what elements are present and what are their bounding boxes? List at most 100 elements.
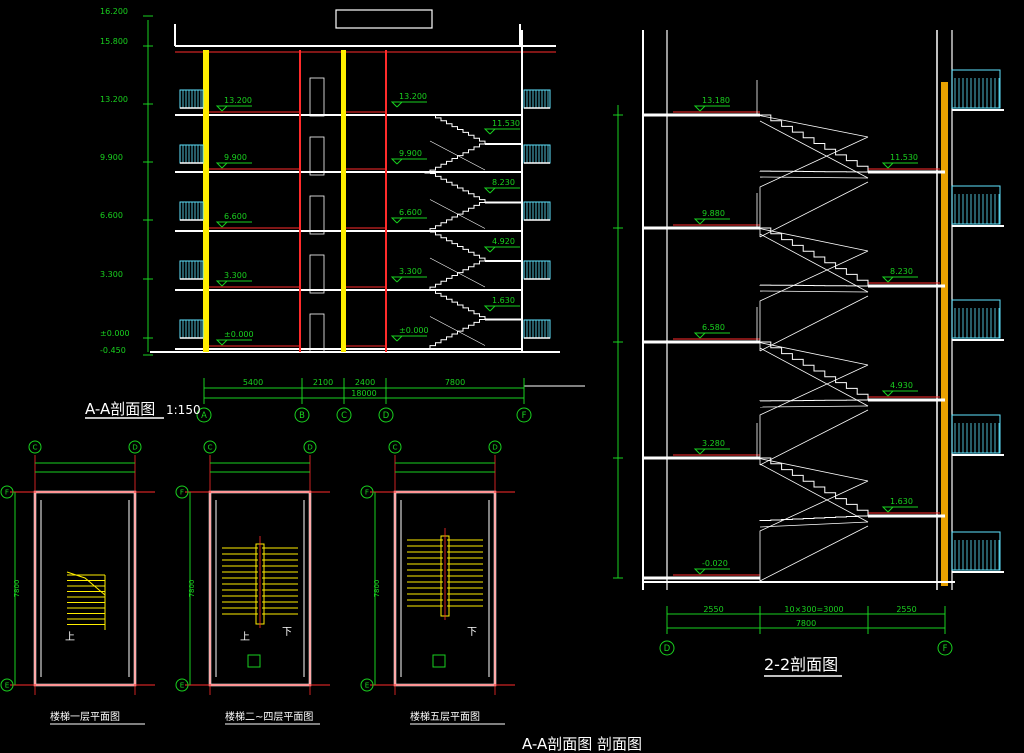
aa-stair-mark-1-triangle xyxy=(483,128,497,135)
aa-mark-d-1-text: 9.900 xyxy=(399,149,422,158)
aa-grid-B-circle xyxy=(294,407,310,423)
s22-floor-mark-3-triangle xyxy=(693,448,707,455)
aa-rail-1 xyxy=(429,199,486,229)
aa-mark-d-2-text: 6.600 xyxy=(399,208,422,217)
aa-flight-upper-0 xyxy=(430,114,491,145)
s22-floor-mark-1-triangle xyxy=(693,218,707,225)
aa-door-3 xyxy=(309,254,325,294)
plan-first-floor-grid-E-circle xyxy=(0,678,14,692)
plan-top-floor-vdim-total: 7800 xyxy=(373,580,381,598)
roof-stair-house xyxy=(335,9,433,29)
s22-floor-mark-4-text: -0.020 xyxy=(702,559,728,568)
aa-elev-6: ±0.000 xyxy=(100,329,130,338)
aa-mark-d-4-triangle xyxy=(390,335,404,342)
aa-stair-mark-1-text: 11.530 xyxy=(492,119,520,128)
aa-stair-mark-5-text: 4.920 xyxy=(492,237,515,246)
aa-stair-mark-7-text: 1.630 xyxy=(492,296,515,305)
aa-balcony-1-0 xyxy=(523,89,551,109)
plan-standard-floor-vdim-total: 7800 xyxy=(188,580,196,598)
aa-mark-a-2-text: 6.600 xyxy=(224,212,247,221)
plan-standard-floor-up-label: 上 xyxy=(240,631,250,643)
plan-standard-floor-grid-C-label: C xyxy=(207,442,212,451)
aa-balcony-0-2 xyxy=(179,201,204,221)
aa-flight-upper-3 xyxy=(430,290,491,320)
plan-top-floor-down-label: 下 xyxy=(467,627,477,638)
s22-balconies xyxy=(951,69,1004,573)
wall-axis-f-22-yellow xyxy=(941,82,948,586)
s22-rail-b-3 xyxy=(759,480,869,581)
aa-elev-0: 16.200 xyxy=(100,7,128,16)
plan-standard-floor-grid-D-circle xyxy=(303,440,317,454)
plan-top-floor-grid-C-circle xyxy=(388,440,402,454)
aa-elev-5: 3.300 xyxy=(100,270,123,279)
s22-rail-b-0 xyxy=(759,136,869,237)
aa-balcony-1-2 xyxy=(523,201,551,221)
s22-rail-a-3 xyxy=(756,423,869,482)
aa-balcony-1-4 xyxy=(523,319,551,339)
aa-stair-mark-3-triangle xyxy=(483,187,497,194)
plan-standard-floor-title: 楼梯二~四层平面图 xyxy=(225,710,313,723)
aa-balconies xyxy=(179,89,551,339)
plan-first-floor-up-label: 上 xyxy=(65,631,75,643)
s22-floor-mark-1-text: 9.880 xyxy=(702,209,725,218)
plan-top-floor-grid-E-circle xyxy=(360,678,374,692)
aa-stair-flights xyxy=(424,114,522,349)
aa-stair-mark-5-triangle xyxy=(483,246,497,253)
aa-dim-0: 5400 xyxy=(243,378,263,387)
s22-floor-mark-2-text: 6.580 xyxy=(702,323,725,332)
aa-grid-D-label: D xyxy=(383,410,389,420)
s22-grid-D-circle xyxy=(659,640,675,656)
s22-vertical-dims xyxy=(613,114,623,579)
s22-flight-down-1-underside xyxy=(759,233,869,293)
s22-landing-mark-2-text: 4.930 xyxy=(890,381,913,390)
aa-stair-mark-7-triangle xyxy=(483,305,497,312)
s22-rail-a-1 xyxy=(756,193,869,252)
plan-first-floor-grid-E-label: E xyxy=(5,680,10,689)
aa-balcony-0-3 xyxy=(179,260,204,280)
s22-rail-b-1 xyxy=(759,250,869,351)
aa-mark-d-3-triangle xyxy=(390,276,404,283)
section-22-drawing: 13.1809.8806.5803.280-0.02011.5308.2304.… xyxy=(613,30,1004,677)
aa-floor-level-marks: 13.2009.9006.6003.300±0.00013.2009.9006.… xyxy=(215,92,429,346)
aa-flight-lower-2 xyxy=(424,260,485,291)
aa-mark-a-4-triangle xyxy=(215,339,229,346)
aa-stair-mark-3-text: 8.230 xyxy=(492,178,515,187)
aa-balcony-1-1 xyxy=(523,144,551,164)
aa-elev-3: 9.900 xyxy=(100,153,123,162)
s22-rail-b-2 xyxy=(759,364,869,465)
plan-top-floor-grid-F-circle xyxy=(360,485,374,499)
aa-mark-d-4-text: ±0.000 xyxy=(399,326,429,335)
aa-balcony-1-3 xyxy=(523,260,551,280)
plan-standard-floor-grid-E-label: E xyxy=(180,680,185,689)
s22-balcony-3 xyxy=(951,414,1001,454)
s22-flight-back-1-underside xyxy=(759,290,869,293)
plan-top-floor-grid-C-label: C xyxy=(392,442,397,451)
aa-rail-0 xyxy=(429,140,486,171)
plan-first-floor-break-line xyxy=(66,571,106,596)
s22-rail-c-2 xyxy=(759,409,869,466)
s22-rail-c-1 xyxy=(759,295,869,352)
s22-flight-down-3-underside xyxy=(759,463,869,523)
aa-door-1 xyxy=(309,136,325,176)
aa-rail-3 xyxy=(429,316,486,346)
s22-flight-back-0-underside xyxy=(759,176,869,179)
plan-first-floor-grid-D-circle xyxy=(128,440,142,454)
s22-rail-a-2 xyxy=(756,307,869,366)
s22-flight-back-2 xyxy=(759,399,868,402)
aa-grid-A-circle xyxy=(196,407,212,423)
s22-title: 2-2剖面图 xyxy=(764,655,838,674)
aa-mark-a-0-text: 13.200 xyxy=(224,96,252,105)
s22-landing-mark-0-triangle xyxy=(881,162,895,169)
aa-grid-D-circle xyxy=(378,407,394,423)
plan-first-floor-grid-C-circle xyxy=(28,440,42,454)
plan-first-floor-grid-D-label: D xyxy=(132,442,138,451)
aa-stair-level-marks: 11.530 8.230 4.920 1.630 xyxy=(483,119,520,312)
aa-left-elevations: 16.20015.80013.2009.9006.6003.300±0.000-… xyxy=(100,7,153,356)
